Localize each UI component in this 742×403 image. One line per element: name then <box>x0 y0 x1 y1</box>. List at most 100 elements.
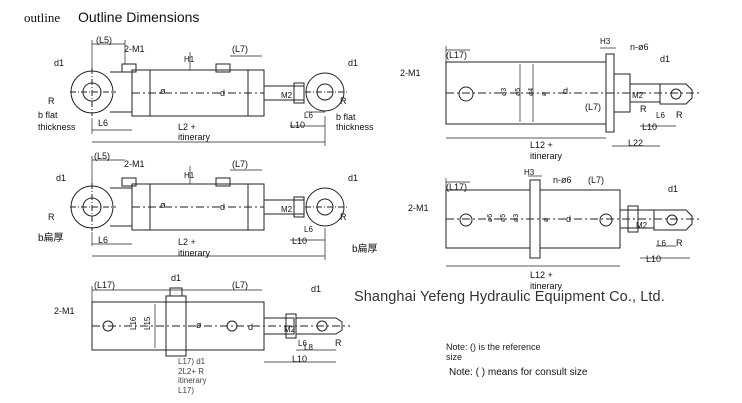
fig4-label-L6: L6 <box>656 111 665 120</box>
fig4-label-d: d <box>563 86 568 96</box>
fig2-label-L6-left: L6 <box>98 235 108 245</box>
fig1-port-2 <box>215 63 231 73</box>
fig4-label-phi5: ø5 <box>515 88 522 96</box>
fig1-label-L6-right: L6 <box>304 111 313 120</box>
fig5-label-d1: d1 <box>668 184 678 194</box>
fig2-label-d1-right: d1 <box>348 173 358 183</box>
fig1-label-H1: H1 <box>184 55 195 64</box>
fig4-label-phi3: ø3 <box>501 88 508 96</box>
fig2-label-2M1: 2-M1 <box>124 159 145 169</box>
faint-overlay-text: L17) d1 2L2+ R itinerary L17) <box>178 357 207 395</box>
fig2-label-d1-left: d1 <box>56 173 66 183</box>
fig2-label-b-thick-left: b扁厚 <box>38 231 64 244</box>
fig1-label-R-left: R <box>48 96 55 106</box>
fig5-label-L17: (L17) <box>446 182 467 192</box>
fig4-label-L10: L10 <box>642 122 657 132</box>
fig4-label-phi4: ø4 <box>528 88 535 96</box>
fig5-label-H3: H3 <box>524 168 535 177</box>
fig3-label-M2: M2 <box>284 325 296 334</box>
fig1-label-itinerary: itinerary <box>178 132 211 142</box>
fig3-label-L8: L8 <box>304 343 313 352</box>
fig2-label-L2: L2 + <box>178 237 196 247</box>
fig3-label-d1-top: d1 <box>171 273 181 283</box>
fig1-label-L5: (L5) <box>96 35 112 45</box>
fig3-label-L6: L6 <box>298 339 307 348</box>
fig4-label-L22: L22 <box>628 138 643 148</box>
fig5-label-itinerary: itinerary <box>530 281 563 291</box>
fig1-label-d1-left: d1 <box>54 58 64 68</box>
fig1-label-thickness-right: thickness <box>336 122 374 132</box>
fig1-label-d1-right: d1 <box>348 58 358 68</box>
fig3-label-phi: ø <box>196 320 202 330</box>
figure-4-front-flange <box>445 46 700 147</box>
fig3-label-2M1: 2-M1 <box>54 306 75 316</box>
figure-1-double-clevis <box>70 40 347 146</box>
figure-5-mid-flange <box>445 175 700 267</box>
fig1-label-R-right: R <box>340 96 347 106</box>
header-label: outline <box>24 10 61 25</box>
fig1-label-L10: L10 <box>290 120 305 130</box>
fig1-port-1 <box>121 63 137 73</box>
fig2-label-M2: M2 <box>281 205 293 214</box>
fig5-label-n-phi6: n-ø6 <box>553 175 572 185</box>
fig5-label-M2: M2 <box>636 221 648 230</box>
fig3-label-L10: L10 <box>292 354 307 364</box>
fig2-label-L6-right: L6 <box>304 225 313 234</box>
fig1-label-L2: L2 + <box>178 122 196 132</box>
fig1-label-phi: ø <box>160 86 166 96</box>
fig4-label-n-phi6: n-ø6 <box>630 42 649 52</box>
fig3-label-R: R <box>335 338 342 348</box>
fig4-label-M2: M2 <box>632 91 644 100</box>
fig2-label-b-thick-right: b扁厚 <box>352 242 378 255</box>
fig1-label-thickness: thickness <box>38 122 76 132</box>
fig5-label-phi3: ø3 <box>513 214 520 222</box>
fig3-label-L15: L15 <box>143 316 152 330</box>
company-watermark: Shanghai Yefeng Hydraulic Equipment Co.,… <box>354 289 665 305</box>
fig5-label-phi: ø <box>543 217 550 222</box>
fig3-label-L17: (L17) <box>94 280 115 290</box>
fig2-label-L10: L10 <box>292 236 307 246</box>
fig1-label-b-flat: b flat <box>38 110 58 120</box>
note-reference-size: Note: () is the reference size <box>446 342 541 363</box>
fig4-label-L17: (L17) <box>446 50 467 60</box>
fig2-label-phi: ø <box>160 200 166 210</box>
fig3-label-L16: L16 <box>129 316 138 330</box>
fig5-label-L6: L6 <box>657 239 666 248</box>
fig3-rod-eye <box>295 317 343 335</box>
fig5-label-2M1: 2-M1 <box>408 203 429 213</box>
fig1-label-2M1: 2-M1 <box>124 44 145 54</box>
fig5-label-L10: L10 <box>646 254 661 264</box>
fig5-label-phi5: ø5 <box>500 214 507 222</box>
fig5-label-L12: L12 + <box>530 270 553 280</box>
fig2-label-L7: (L7) <box>232 159 248 169</box>
fig1-label-M2: M2 <box>281 91 293 100</box>
fig1-label-b-flat-right: b flat <box>336 112 356 122</box>
fig4-label-L7: (L7) <box>585 102 601 112</box>
header-title: Outline Dimensions <box>78 9 200 25</box>
fig3-rod <box>263 317 295 335</box>
fig2-label-H1: H1 <box>184 171 195 180</box>
fig3-label-d: d <box>248 322 253 332</box>
fig4-label-R: R <box>676 110 683 120</box>
fig4-label-R-inner: R <box>640 104 647 114</box>
fig4-label-2M1: 2-M1 <box>400 68 421 78</box>
fig5-label-L7: (L7) <box>588 175 604 185</box>
figure-3-trunnion-mount <box>91 286 350 363</box>
fig4-label-phi: ø <box>541 91 548 96</box>
fig1-label-L6-left: L6 <box>98 118 108 128</box>
figure-2-double-clevis <box>70 156 347 260</box>
fig5-label-R: R <box>676 238 683 248</box>
fig4-label-L12: L12 + <box>530 140 553 150</box>
fig5-label-phi6: ø6 <box>487 214 494 222</box>
fig4-label-H3: H3 <box>600 37 611 46</box>
fig5-label-d: d <box>566 214 571 224</box>
fig1-label-d: d <box>220 88 225 98</box>
fig2-label-R-left: R <box>48 212 55 222</box>
fig4-label-d1: d1 <box>660 54 670 64</box>
fig2-label-L5: (L5) <box>94 151 110 161</box>
note-consult-size: Note: ( ) means for consult size <box>449 367 588 378</box>
fig3-label-d1-right: d1 <box>311 284 321 294</box>
fig2-label-d: d <box>220 202 225 212</box>
